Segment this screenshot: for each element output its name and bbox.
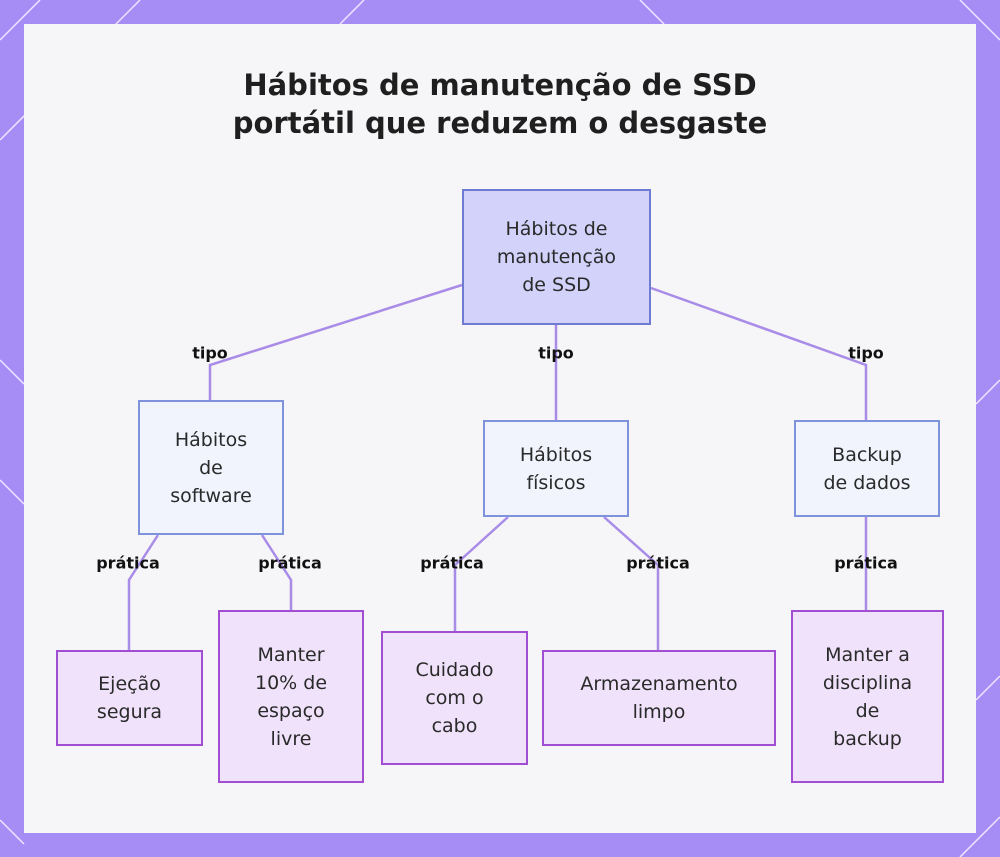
node-root: Hábitos de manutenção de SSD <box>462 189 651 325</box>
edge-label-backup-discipline: prática <box>834 553 898 573</box>
node-backup: Backup de dados <box>794 420 940 517</box>
edge-label-software-eject: prática <box>96 553 160 573</box>
title-line-1: Hábitos de manutenção de SSD <box>243 68 757 102</box>
node-software: Hábitos de software <box>138 400 284 535</box>
node-cable: Cuidado com o cabo <box>381 631 528 765</box>
edge-root-backup <box>650 286 868 420</box>
edge-software-eject <box>127 534 160 650</box>
node-physical-label: Hábitos físicos <box>519 443 593 494</box>
node-cable-label: Cuidado com o cabo <box>415 659 494 737</box>
edge-label-root-backup: tipo <box>848 343 884 363</box>
edge-label-root-physical: tipo <box>538 343 574 363</box>
edge-label-software-free-space: prática <box>258 553 322 573</box>
node-discipline-label: Manter a disciplina de backup <box>822 643 913 750</box>
node-eject: Ejeção segura <box>56 650 203 746</box>
diagram-title: Hábitos de manutenção de SSD portátil qu… <box>0 66 1000 142</box>
title-line-2: portátil que reduzem o desgaste <box>232 106 768 140</box>
node-physical: Hábitos físicos <box>483 420 629 517</box>
edge-physical-storage <box>603 516 660 650</box>
node-root-label: Hábitos de manutenção de SSD <box>496 218 617 296</box>
node-discipline: Manter a disciplina de backup <box>791 610 944 783</box>
node-software-label: Hábitos de software <box>170 428 252 507</box>
edge-software-free <box>260 534 293 610</box>
edge-label-root-software: tipo <box>192 343 228 363</box>
edge-root-software <box>208 283 463 400</box>
node-storage: Armazenamento limpo <box>542 650 776 746</box>
edge-label-physical-cable: prática <box>420 553 484 573</box>
node-eject-label: Ejeção segura <box>96 673 163 723</box>
node-free-space: Manter 10% de espaço livre <box>218 610 364 783</box>
node-free-space-label: Manter 10% de espaço livre <box>254 643 328 750</box>
node-storage-label: Armazenamento limpo <box>580 673 738 723</box>
edge-physical-cable <box>453 516 509 631</box>
node-backup-label: Backup de dados <box>823 443 911 494</box>
edge-label-physical-storage: prática <box>626 553 690 573</box>
